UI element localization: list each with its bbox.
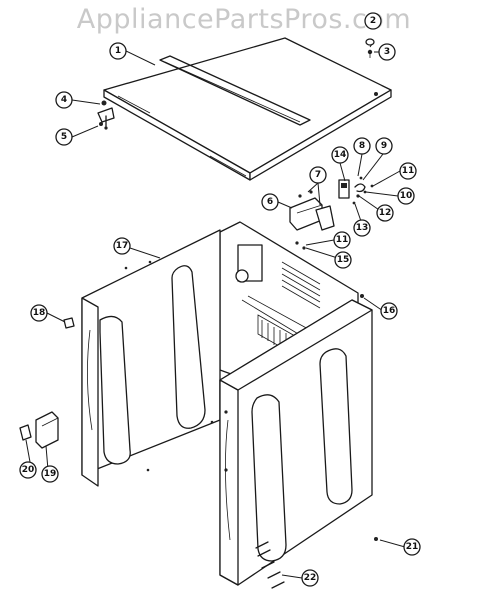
callout-label: 5: [61, 132, 67, 142]
callout-label: 18: [33, 308, 46, 318]
callout-label: 9: [381, 141, 387, 151]
callout-label: 15: [337, 255, 350, 265]
callout-label: 13: [356, 223, 369, 233]
callout-2: 2: [364, 12, 382, 30]
callout-label: 11: [402, 166, 415, 176]
callout-label: 11: [336, 235, 349, 245]
callout-label: 12: [379, 208, 392, 218]
callout-label: 20: [22, 465, 35, 475]
switch-assembly: [338, 176, 374, 205]
callout-label: 1: [115, 46, 121, 56]
callout-1: 1: [109, 42, 127, 60]
screws-bottom: [255, 537, 378, 589]
callout-label: 17: [116, 241, 129, 251]
callout-label: 6: [267, 197, 273, 207]
callout-7: 7: [309, 166, 327, 184]
callout-14: 14: [331, 146, 349, 164]
top-panel: [103, 37, 392, 181]
hinge-bracket: [97, 100, 115, 130]
callout-3: 3: [378, 43, 396, 61]
top-hardware: [365, 38, 375, 58]
callout-22: 22: [301, 569, 319, 587]
callout-4: 4: [55, 91, 73, 109]
callout-label: 14: [334, 150, 347, 160]
callout-label: 3: [384, 47, 390, 57]
callout-19: 19: [41, 465, 59, 483]
callout-15: 15: [334, 251, 352, 269]
callout-label: 21: [406, 542, 419, 552]
callout-8: 8: [353, 137, 371, 155]
bracket-assembly: [289, 190, 335, 231]
callout-label: 4: [61, 95, 67, 105]
callout-label: 7: [315, 170, 321, 180]
clip: [63, 317, 75, 329]
callout-10: 10: [397, 187, 415, 205]
callout-9: 9: [375, 137, 393, 155]
terminal-block: [19, 411, 59, 449]
callout-6: 6: [261, 193, 279, 211]
callout-label: 22: [304, 573, 317, 583]
callout-20: 20: [19, 461, 37, 479]
cabinet: [81, 221, 373, 586]
callout-label: 19: [44, 469, 57, 479]
callout-16: 16: [380, 302, 398, 320]
callout-label: 8: [359, 141, 365, 151]
callout-11-lower: 11: [333, 231, 351, 249]
callout-17: 17: [113, 237, 131, 255]
callout-21: 21: [403, 538, 421, 556]
callout-label: 10: [400, 191, 413, 201]
callout-18: 18: [30, 304, 48, 322]
callout-label: 2: [370, 16, 376, 26]
callout-12: 12: [376, 204, 394, 222]
callout-5: 5: [55, 128, 73, 146]
small-screws: [295, 241, 306, 250]
callout-label: 16: [383, 306, 396, 316]
callout-11-upper: 11: [399, 162, 417, 180]
callout-13: 13: [353, 219, 371, 237]
